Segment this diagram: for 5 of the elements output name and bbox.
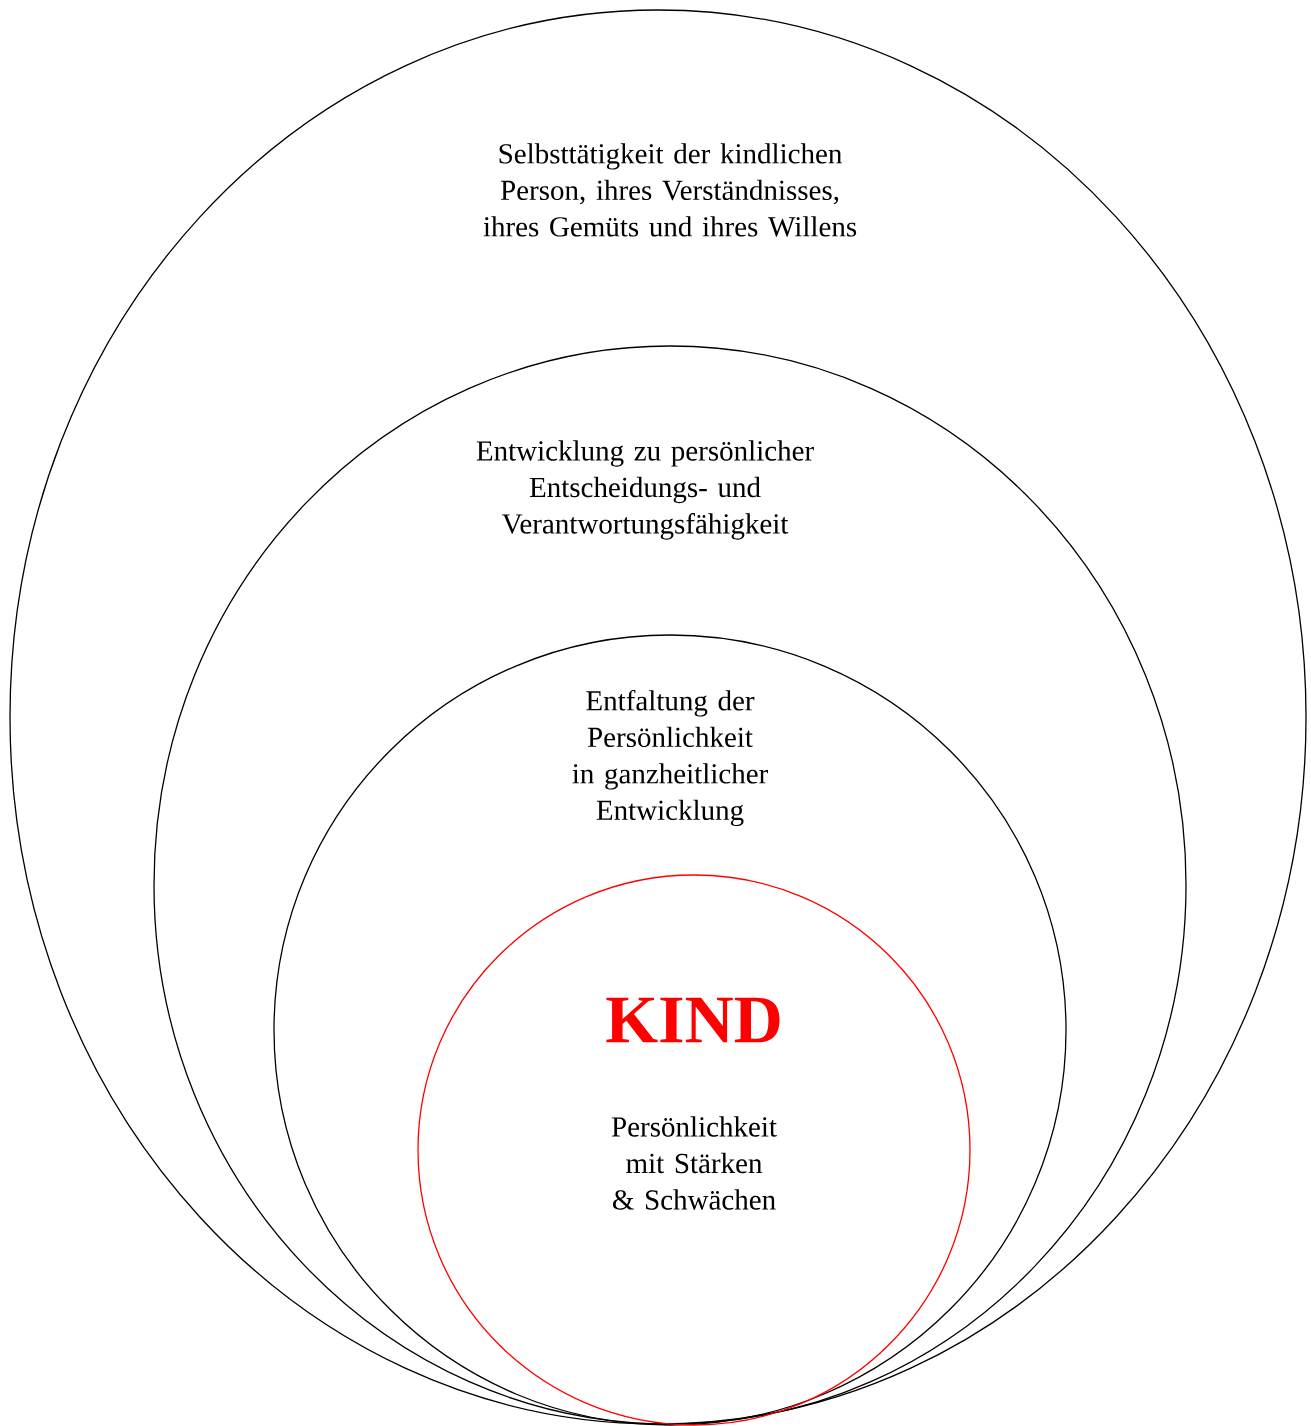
heading: KIND <box>606 997 780 1043</box>
node-text: Entwicklung zu persönlicher Entscheidungs- und Verantwortungsfähigkeit <box>476 440 814 540</box>
node-text: Entfaltung der Persönlichkeit in ganzheitlicher Entwicklung <box>572 689 768 827</box>
node-text: Persönlichkeit mit Stärken & Schwächen <box>611 1116 777 1210</box>
node-text: Selbsttätigkeit der kindlichen Person, ihres Verständnisses, ihres Gemüts und ihres Willens <box>483 143 857 237</box>
